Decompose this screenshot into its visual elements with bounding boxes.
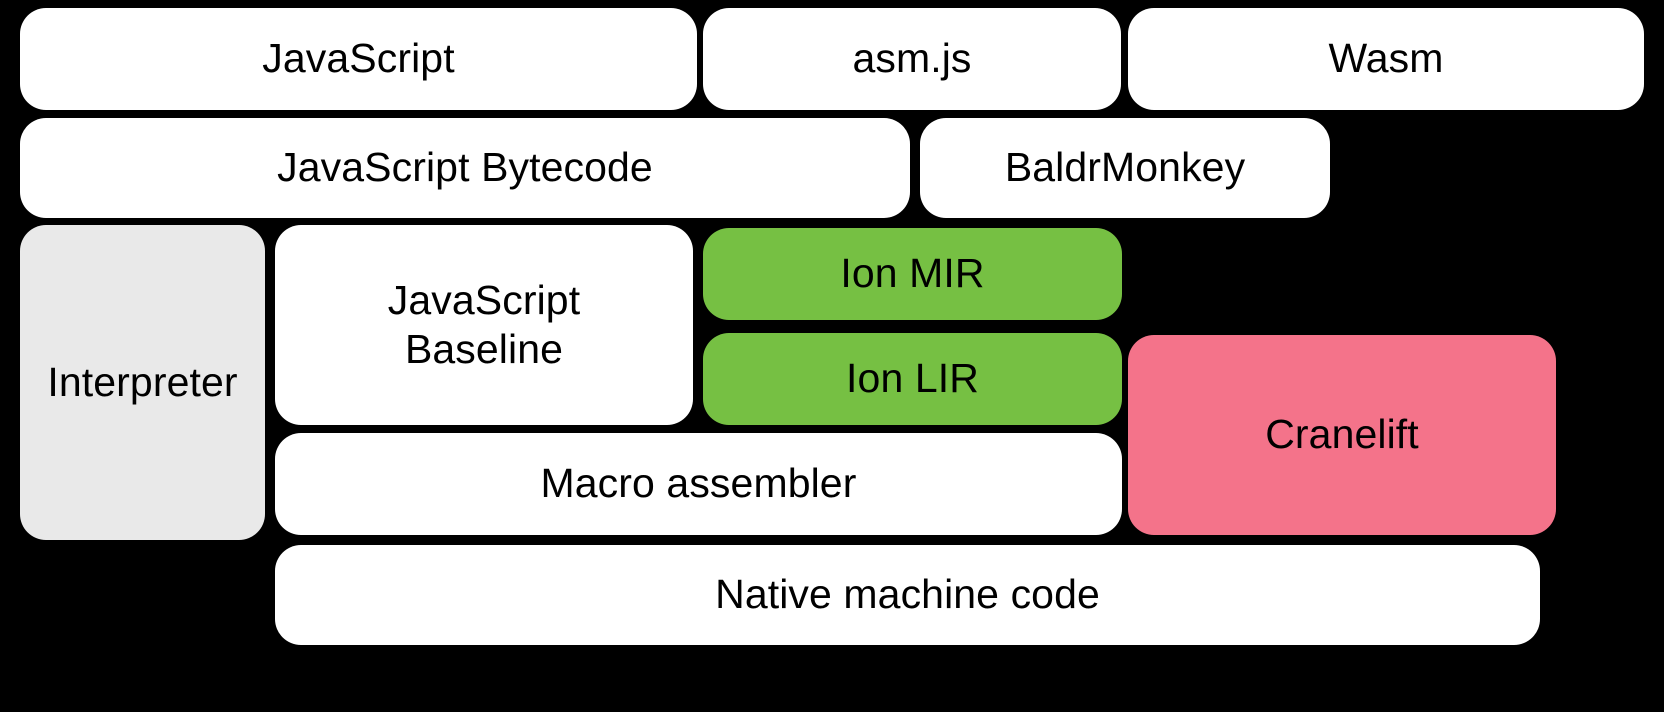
node-cranelift: Cranelift [1128,335,1556,535]
node-ion-mir: Ion MIR [703,228,1122,320]
node-baldrmonkey: BaldrMonkey [920,118,1330,218]
node-native-machine-code: Native machine code [275,545,1540,645]
node-asm-js: asm.js [703,8,1121,110]
node-javascript-bytecode: JavaScript Bytecode [20,118,910,218]
node-javascript-baseline: JavaScript Baseline [275,225,693,425]
node-wasm: Wasm [1128,8,1644,110]
node-macro-assembler: Macro assembler [275,433,1122,535]
node-interpreter: Interpreter [20,225,265,540]
node-ion-lir: Ion LIR [703,333,1122,425]
node-javascript: JavaScript [20,8,697,110]
